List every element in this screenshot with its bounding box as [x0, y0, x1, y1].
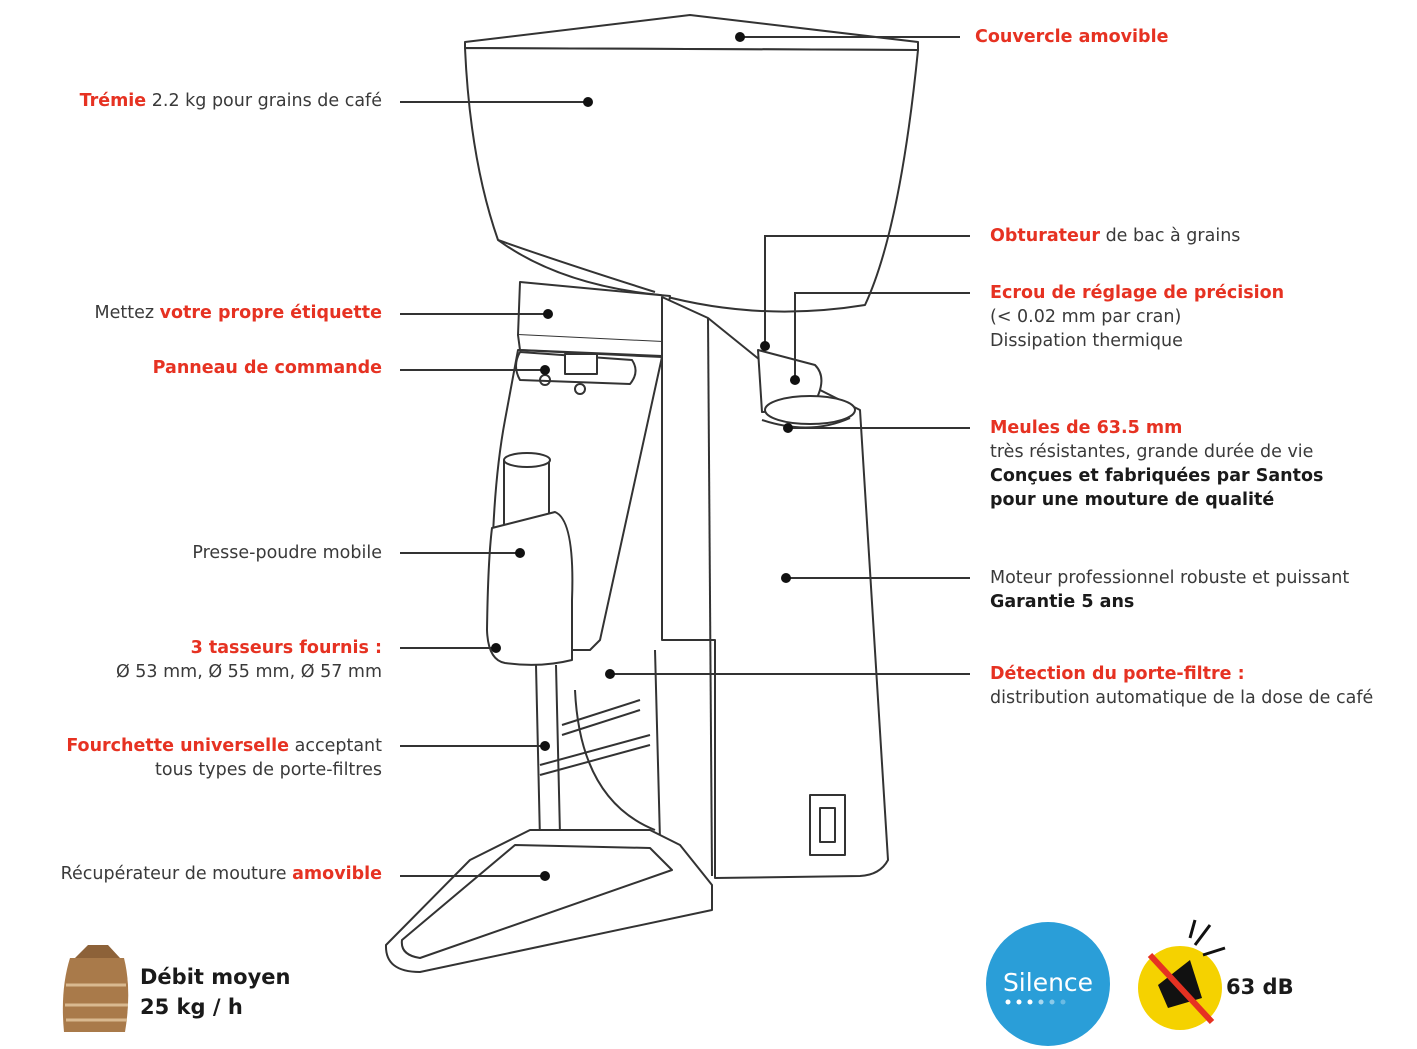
fork [539, 734, 651, 776]
label-fourchette: Fourchette universelle acceptant tous ty… [66, 736, 382, 780]
label-detection: Détection du porte-filtre : distribution… [990, 664, 1374, 708]
silence-icon [986, 922, 1110, 1046]
label-couvercle: Couvercle amovible [975, 27, 1169, 47]
no-noise-icon [1138, 919, 1226, 1030]
anchor-dots [491, 32, 800, 881]
motor-body [661, 296, 889, 879]
badge-noise: 63 dB [1226, 975, 1294, 999]
label-presse: Presse-poudre mobile [192, 543, 382, 563]
label-tasseurs: 3 tasseurs fournis : Ø 53 mm, Ø 55 mm, Ø… [115, 638, 382, 682]
label-obturateur: Obturateur de bac à grains [990, 226, 1241, 246]
label-meules: Meules de 63.5 mm très résistantes, gran… [990, 418, 1324, 510]
coffee-bag-icon [62, 945, 129, 1032]
label-etiquette: Mettez votre propre étiquette [94, 303, 382, 323]
label-panneau: Panneau de commande [152, 358, 382, 378]
label-ecrou: Ecrou de réglage de précision (< 0.02 mm… [990, 283, 1285, 351]
label-moteur: Moteur professionnel robuste et puissant… [990, 568, 1350, 612]
fork [561, 699, 641, 736]
hopper [464, 47, 919, 313]
grinder-illustration [384, 14, 919, 973]
badge-debit: Débit moyen 25 kg / h [140, 965, 291, 1019]
lid [464, 14, 919, 51]
label-tremie: Trémie 2.2 kg pour grains de café [79, 91, 382, 111]
label-recuperateur: Récupérateur de mouture amovible [60, 864, 382, 884]
leader-lines [400, 36, 970, 877]
drip-tray [384, 829, 713, 973]
silence-label: Silence [1002, 968, 1094, 997]
